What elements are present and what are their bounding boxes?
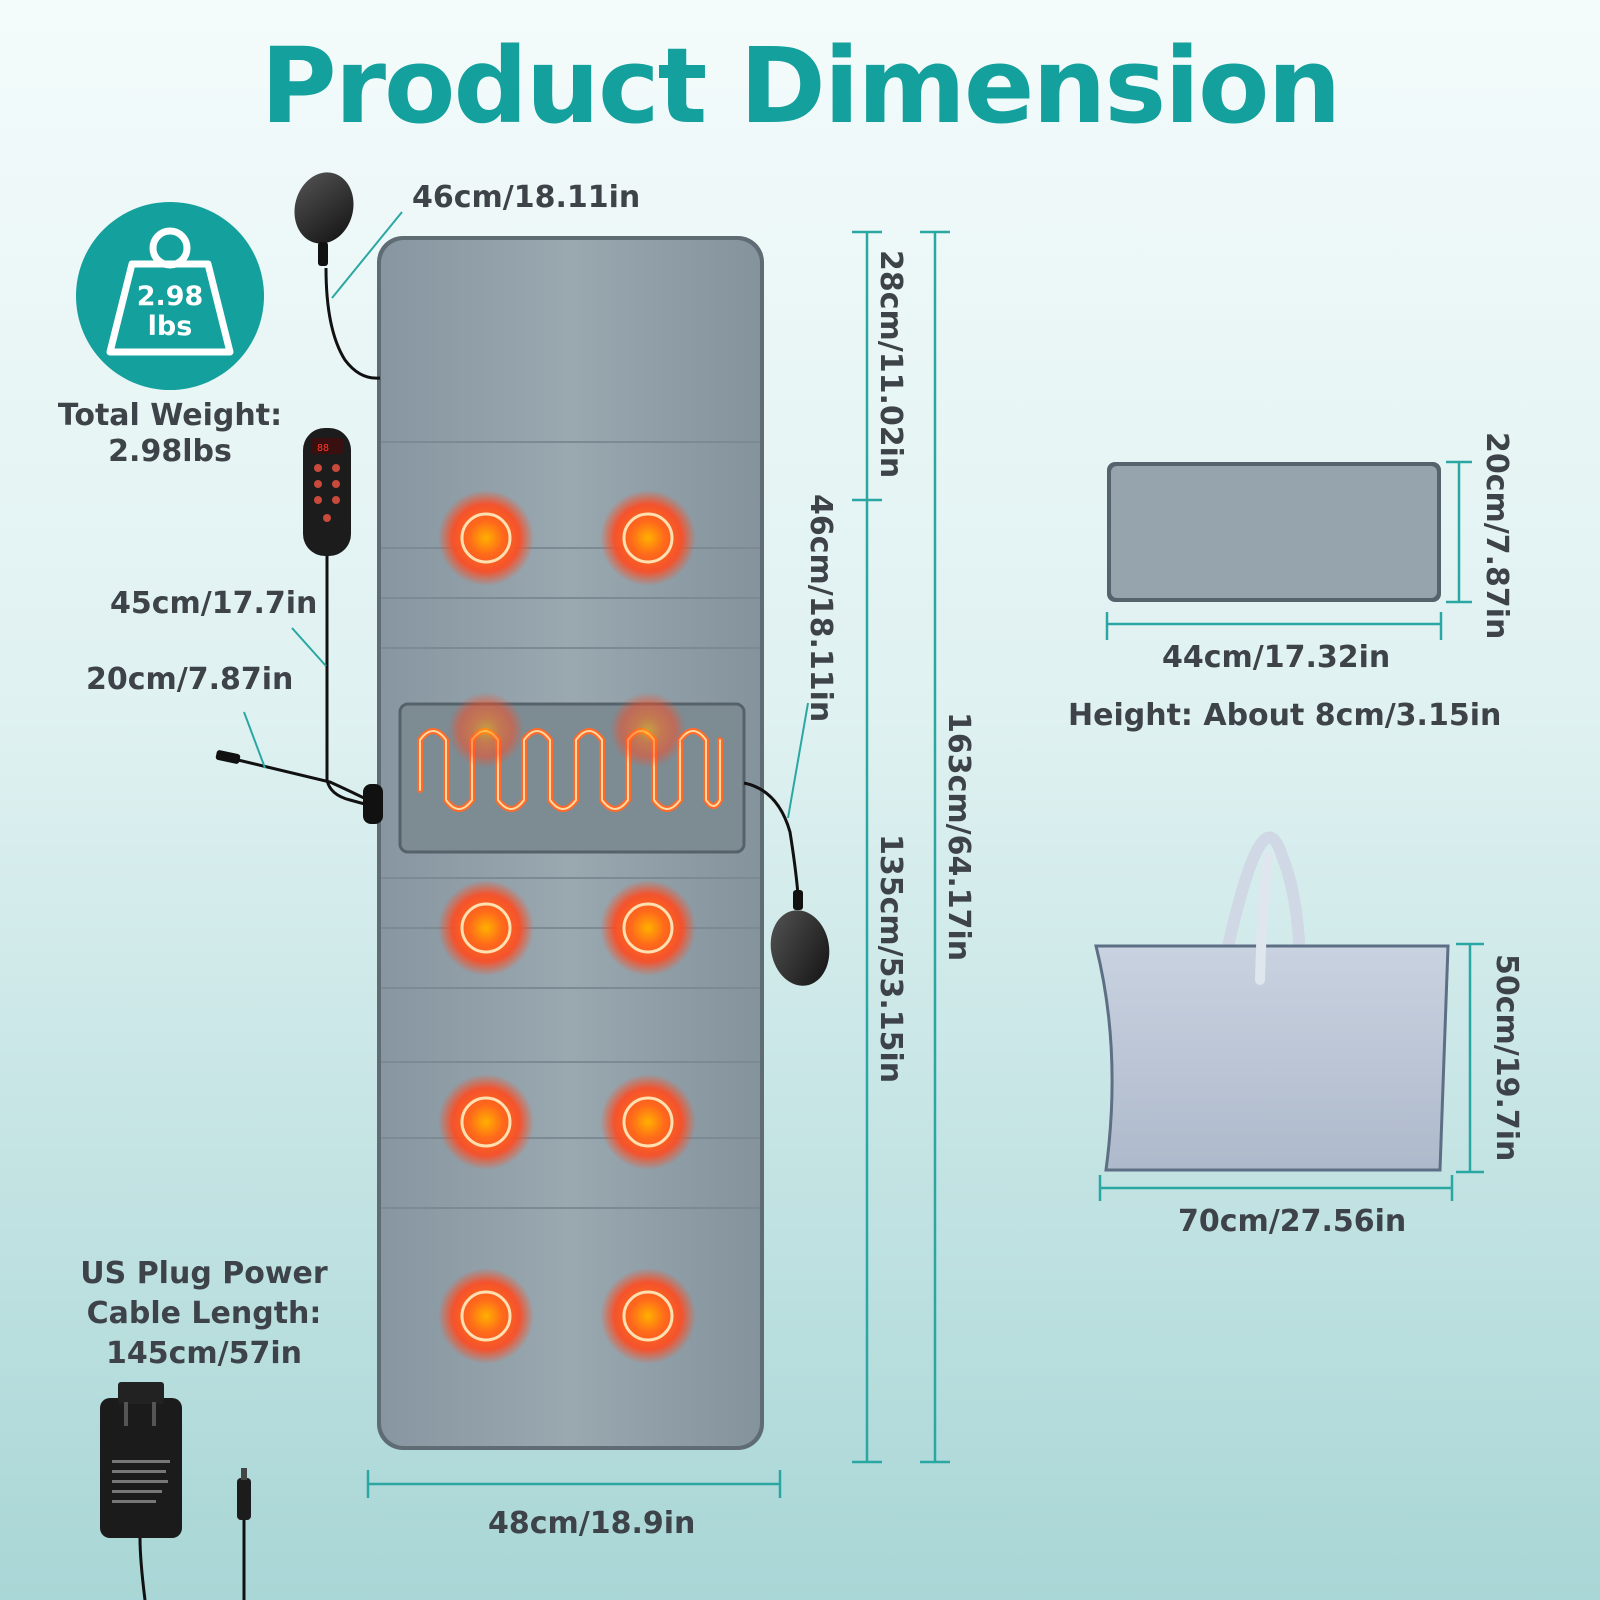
air-pump-top: [294, 172, 381, 380]
heat-node-4-right: [600, 1074, 696, 1170]
back-section-label: 46cm/18.11in: [803, 494, 838, 723]
massage-mat: [377, 236, 764, 1450]
dimension-lines: [366, 230, 1484, 1498]
power-lead: [215, 750, 383, 824]
total-length-label: 163cm/64.17in: [941, 712, 976, 962]
controller-cable-label: 45cm/17.7in: [110, 586, 318, 621]
bag-width-label: 70cm/27.56in: [1178, 1204, 1407, 1239]
heat-node-1-left: [438, 490, 534, 586]
heat-node-5-right: [600, 1268, 696, 1364]
pump-hose-top-label: 46cm/18.11in: [412, 180, 641, 215]
pump-hose-pointer: [331, 211, 403, 299]
heat-node-5-left: [438, 1268, 534, 1364]
pillow: [1107, 462, 1441, 602]
heat-node-2-left: [448, 692, 524, 768]
pillow-height-label: 20cm/7.87in: [1479, 432, 1514, 640]
head-section-label: 28cm/11.02in: [873, 250, 908, 479]
back-dim-pointer: [787, 702, 809, 819]
total-weight-line1: Total Weight:: [57, 398, 283, 433]
total-weight-label: Total Weight: 2.98lbs: [40, 398, 300, 470]
weight-badge-unit: lbs: [147, 311, 193, 342]
controller-cable-pointer: [291, 627, 327, 667]
heat-node-2-right: [610, 692, 686, 768]
heat-node-3-left: [438, 880, 534, 976]
storage-bag: [1094, 831, 1450, 1172]
mat-width-label: 48cm/18.9in: [488, 1506, 696, 1541]
heat-node-1-right: [600, 490, 696, 586]
power-cable-line1: US Plug Power: [80, 1256, 328, 1291]
power-adapter: [100, 1382, 251, 1600]
lower-section-label: 135cm/53.15in: [873, 834, 908, 1084]
heat-node-3-right: [600, 880, 696, 976]
power-cable-line3: 145cm/57in: [105, 1336, 302, 1371]
remote-controller: 88: [303, 428, 373, 808]
power-lead-label: 20cm/7.87in: [86, 662, 294, 697]
weight-badge-text: 2.98 lbs: [120, 282, 220, 342]
height-note-label: Height: About 8cm/3.15in: [1068, 698, 1502, 733]
total-weight-line2: 2.98lbs: [108, 434, 232, 469]
weight-badge-value: 2.98: [136, 281, 204, 312]
pillow-width-label: 44cm/17.32in: [1162, 640, 1391, 675]
power-cable-line2: Cable Length:: [86, 1296, 322, 1331]
heat-node-4-left: [438, 1074, 534, 1170]
weight-badge: [76, 202, 264, 390]
page-title: Product Dimension: [260, 25, 1342, 147]
power-cable-label: US Plug Power Cable Length: 145cm/57in: [54, 1254, 354, 1374]
air-pump-right: [743, 781, 830, 986]
power-lead-pointer: [243, 711, 266, 769]
svg-text:88: 88: [317, 443, 329, 454]
bag-height-label: 50cm/19.7in: [1489, 954, 1524, 1162]
